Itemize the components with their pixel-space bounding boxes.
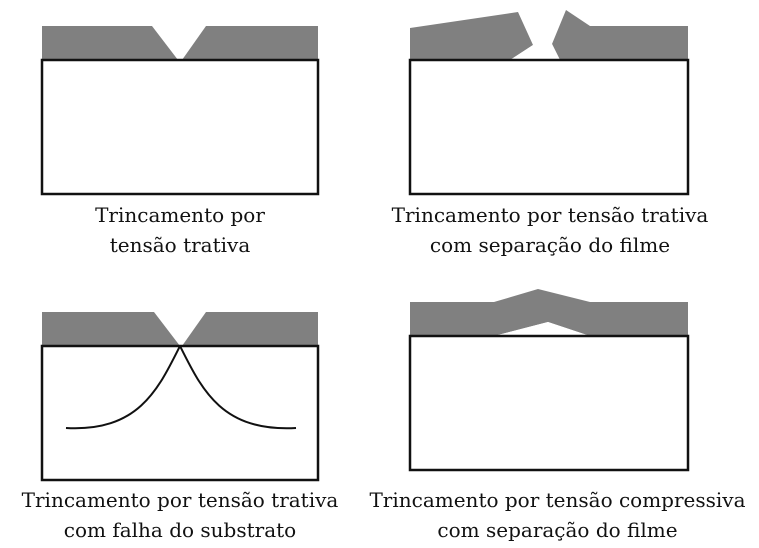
film-layer-right (182, 312, 318, 346)
caption-line: Trincamento por (95, 203, 265, 227)
substrate (408, 334, 690, 472)
panel-compressive-cracking-film-separation (408, 289, 690, 472)
caption-line: Trincamento por tensão compressiva (369, 488, 746, 512)
film-layer-left (42, 312, 180, 346)
buckled-film-layer (410, 289, 688, 336)
caption-line: com separação do filme (429, 233, 671, 257)
caption-tensile-cracking-film-separation: Trincamento por tensão trativa com separ… (360, 200, 740, 260)
caption-line: tensão trativa (109, 233, 251, 257)
panel-tensile-cracking-film-separation (408, 10, 690, 196)
delamination-void (494, 322, 590, 336)
substrate (40, 58, 320, 196)
substrate (408, 58, 690, 196)
separation-gap (510, 44, 560, 60)
substrate-crack-left (65, 345, 181, 430)
caption-line: com falha do substrato (63, 518, 297, 542)
film-layer-left (42, 26, 178, 60)
caption-tensile-cracking: Trincamento por tensão trativa (60, 200, 300, 260)
caption-tensile-cracking-substrate-failure: Trincamento por tensão trativa com falha… (5, 485, 355, 545)
caption-line: Trincamento por tensão trativa (391, 203, 709, 227)
film-layer-right (552, 10, 688, 60)
caption-compressive-cracking-film-separation: Trincamento por tensão compressiva com s… (360, 485, 755, 545)
substrate (40, 344, 320, 482)
film-layer-left (410, 12, 533, 60)
caption-line: Trincamento por tensão trativa (21, 488, 339, 512)
substrate-crack-right (179, 345, 297, 430)
panel-tensile-cracking-substrate-failure (40, 312, 320, 482)
film-layer-right (182, 26, 318, 60)
panel-tensile-cracking (40, 26, 320, 196)
caption-line: com separação do filme (437, 518, 678, 542)
